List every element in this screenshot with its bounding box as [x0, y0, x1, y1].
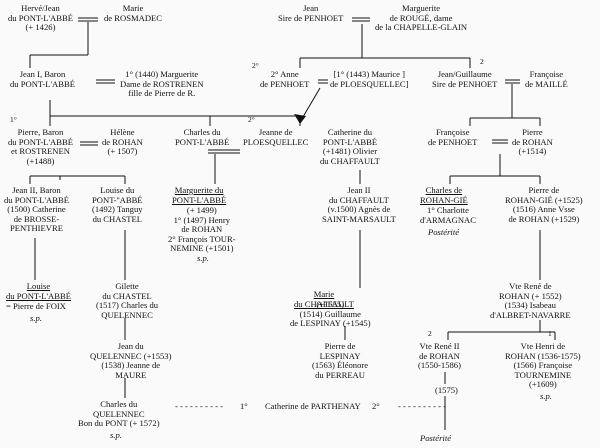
person-gilette-chastel: Gilette du CHASTEL (1517) Charles du QUE… — [96, 281, 159, 320]
person-marguerite-pont-sp: s.p. — [197, 253, 209, 263]
person-maurice-ploesquellec: [1° (1443) Maurice ] de PLOESQUELLEC] — [330, 69, 409, 89]
person-charles-quelennec-sp: s.p. — [110, 430, 122, 440]
marriage-dashes-right: - - - - - - - - - - — [398, 401, 446, 411]
person-helene-rohan: Hélène de ROHAN (+ 1507) — [102, 127, 143, 157]
person-jean-ii-pont: Jean II, Baron du PONT-L'ABBÉ (1500) Cat… — [4, 185, 69, 234]
marriage-marker-first: 1° — [240, 401, 248, 411]
person-jean-guillaume-penhoet: Jean/Guillaume Sire de PENHOET — [432, 69, 498, 89]
person-francoise-maille: Françoise de MAILLÉ — [525, 69, 568, 89]
person-pierre-baron: Pierre, Baron du PONT-L'ABBÉ et ROSTRENE… — [8, 127, 73, 166]
marker-second-anne: 2° — [252, 61, 259, 70]
person-jean-penhoet: Jean Sire de PENHOET — [278, 3, 344, 23]
person-francoise-penhoet: Françoise de PENHOET — [428, 127, 478, 147]
marker-second-marriage-jean1: 2° — [248, 115, 255, 124]
marker-first-marriage-jean1: 1° — [10, 115, 17, 124]
marriage-year-1575: (1575) — [435, 385, 458, 395]
person-louise-pont-name: Louise du PONT-L'ABBÉ — [6, 281, 71, 301]
person-posterity-final: Postérité — [420, 433, 452, 443]
person-jeanne-ploesquellec: Jeanne de PLOESQUELLEC — [243, 127, 309, 147]
person-marguerite-pont-name: Marguerite du PONT-L'ABBÉ — [172, 185, 227, 205]
marriage-marker-second: 2° — [372, 401, 380, 411]
person-pierre-rohan-gie: Pierre de ROHAN-GIÉ (+1525) (1516) Anne … — [505, 185, 583, 224]
person-herve-jean: Hervé/Jean du PONT-L'ABBÉ (+ 1426) — [8, 3, 73, 33]
person-charles-rohan-gie-posterity: Postérité — [428, 227, 460, 237]
arrow-marker — [294, 114, 306, 124]
person-pierre-lespinay: Pierre de LESPINAY (1563) Éléonore du PE… — [312, 341, 369, 380]
marriage-dashes-left: - - - - - - - - - - — [175, 401, 223, 411]
person-marie-rosmadec: Marie de ROSMADEC — [104, 3, 163, 23]
person-jean-i: Jean I, Baron du PONT-L'ABBÉ — [10, 69, 75, 89]
person-henri-rohan-sp: s.p. — [540, 391, 552, 401]
person-anne-penhoet: 2° Anne de PENHOET — [260, 69, 310, 89]
person-rene-ii-rohan: Vte René II de ROHAN (1550-1586) — [418, 341, 461, 371]
person-louise-pont-details: = Pierre de FOIX — [6, 301, 66, 311]
person-louise-pont-tanguy: Louise du PONT-''ABBÉ (1492) Tanguy du C… — [92, 185, 143, 224]
person-charles-rohan-gie-details: 1° Charlotte d'ARMAGNAC — [420, 205, 476, 225]
person-marguerite-rouge: Marguerite de ROUGÉ, dame de la CHAPELLE… — [375, 3, 468, 33]
person-rene-rohan: Vte René de ROHAN (+ 1552) (1534) Isabea… — [490, 281, 571, 320]
person-jean-ii-chaffault: Jean II du CHAFFAULT (v.1500) Agnès de S… — [322, 185, 396, 224]
person-louise-pont-sp: s.p. — [30, 313, 42, 323]
person-charles-rohan-gie-name: Charles de ROHAN-GIÉ — [420, 185, 468, 205]
person-charles-pont: Charles du PONT-L'ABBÉ — [175, 127, 230, 147]
person-catherine-pont: Catherine du PONT-L'ABBÉ (+1481) Olivier… — [320, 127, 380, 166]
marker-num-one-bottom: 1 — [548, 329, 552, 338]
person-marguerite-pont-details: (+ 1499) 1° (1497) Henry de ROHAN 2° Fra… — [168, 205, 236, 254]
person-marie-chaffault-details: (+1555) (1514) Guillaume de LESPINAY (+1… — [290, 299, 371, 329]
person-marguerite-rostrenen: 1° (1440) Marguerite Dame de ROSTRENEN f… — [120, 69, 204, 99]
person-henri-rohan: Vte Henri de ROHAN (1536-1575) (1566) Fr… — [505, 341, 581, 390]
person-marie-chaffault-name: Marie du CHAFFAULT — [294, 289, 354, 309]
person-pierre-rohan: Pierre de ROHAN (+1514) — [512, 127, 553, 157]
person-jean-quelennec: Jean du QUELENNEC (+1553) (1538) Jeanne … — [90, 341, 172, 380]
person-charles-quelennec: Charles du QUELENNEC Bon du PONT (+ 1572… — [78, 399, 160, 429]
person-catherine-parthenay: Catherine de PARTHENAY — [265, 401, 361, 411]
marker-num-two-top: 2 — [480, 57, 484, 66]
marker-num-two-bottom: 2 — [428, 329, 432, 338]
